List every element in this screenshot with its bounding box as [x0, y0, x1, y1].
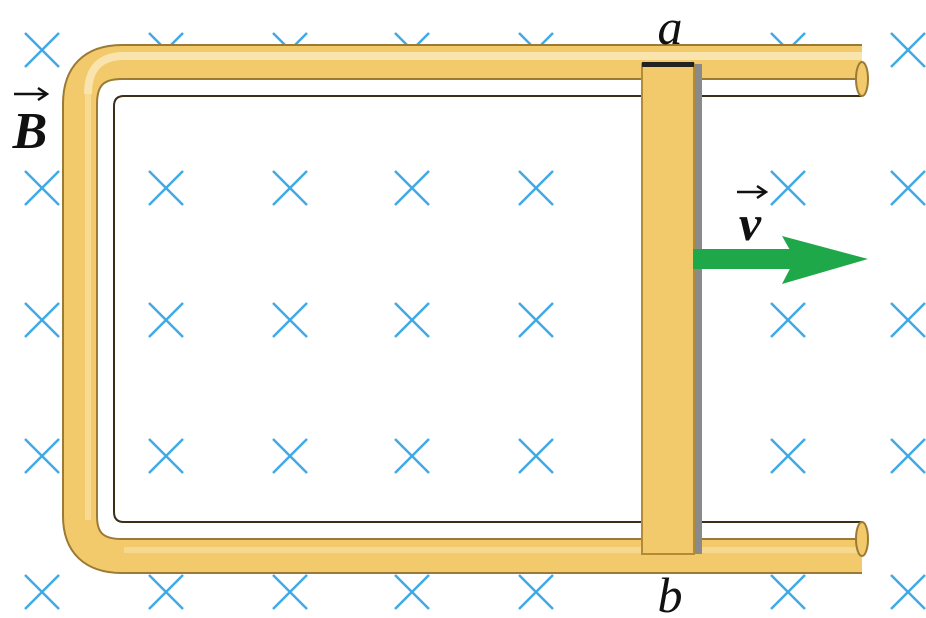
field-cross-icon: [890, 574, 926, 610]
field-cross-icon: [272, 574, 308, 610]
field-cross-icon: [394, 302, 430, 338]
field-label: B: [12, 103, 48, 160]
top-rail-end: [855, 61, 869, 97]
field-cross-icon: [24, 302, 60, 338]
field-cross-icon: [24, 438, 60, 474]
field-cross-icon: [890, 438, 926, 474]
field-cross-icon: [770, 574, 806, 610]
rail-highlight: [84, 52, 862, 95]
field-cross-icon: [272, 302, 308, 338]
field-cross-icon: [24, 170, 60, 206]
field-cross-icon: [148, 302, 184, 338]
rod-body: [641, 63, 695, 555]
field-cross-icon: [148, 574, 184, 610]
velocity-arrow: [693, 236, 868, 284]
field-cross-icon: [890, 32, 926, 68]
field-cross-icon: [770, 302, 806, 338]
rail-tube-fill: [64, 46, 862, 572]
field-cross-icon: [24, 32, 60, 68]
field-cross-icon: [394, 574, 430, 610]
velocity-arrow-head: [782, 236, 868, 284]
field-cross-icon: [518, 574, 554, 610]
rail-inner-edge: [113, 95, 862, 523]
field-cross-icon: [518, 302, 554, 338]
field-cross-icon: [24, 574, 60, 610]
rail-tube: [62, 44, 862, 574]
field-cross-icon: [148, 438, 184, 474]
field-cross-icon: [272, 438, 308, 474]
labels: a b B v: [12, 0, 769, 618]
field-cross-icon: [890, 302, 926, 338]
field-cross-icon: [770, 438, 806, 474]
field-cross-icon: [518, 170, 554, 206]
velocity-label: v: [739, 195, 762, 251]
top-end-label: a: [658, 0, 683, 55]
field-cross-icon: [394, 170, 430, 206]
rod-top-cap: [642, 62, 694, 67]
field-cross-icon: [518, 438, 554, 474]
field-cross-icon: [394, 438, 430, 474]
velocity-vector-arrow-icon: [737, 184, 769, 200]
bottom-rail-end: [855, 521, 869, 557]
field-cross-icon: [148, 170, 184, 206]
field-vector-arrow-icon: [14, 86, 50, 102]
field-cross-icon: [272, 170, 308, 206]
field-cross-icon: [890, 170, 926, 206]
u-shaped-rail: [62, 44, 869, 574]
field-cross-icon: [770, 170, 806, 206]
sliding-rod: [641, 62, 702, 555]
velocity-arrow-shaft: [693, 249, 795, 269]
bottom-end-label: b: [658, 567, 683, 618]
